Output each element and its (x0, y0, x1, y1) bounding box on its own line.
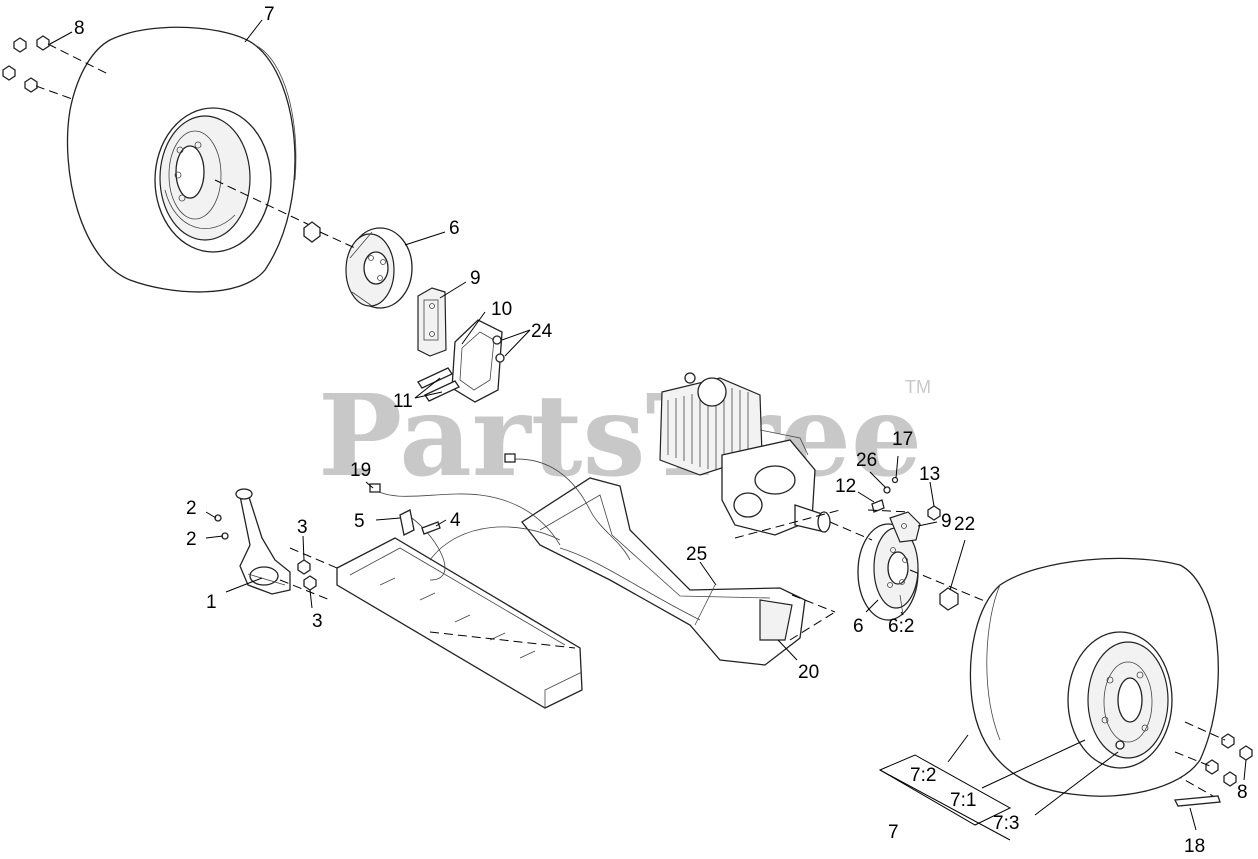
callout-9-top: 9 (470, 268, 481, 289)
valve-stem-18[interactable] (1173, 795, 1221, 807)
watermark-text: PartsTree (318, 371, 922, 502)
callout-22: 22 (954, 514, 975, 535)
hub-drum-right[interactable] (857, 523, 919, 621)
callout-6-top: 6 (449, 218, 460, 239)
watermark: PartsTree TM (318, 371, 931, 502)
callout-1: 1 (206, 592, 217, 613)
callout-3-a: 3 (297, 517, 308, 538)
leader-lines (49, 19, 1247, 831)
callout-6-2: 6:2 (888, 616, 914, 637)
callout-7-3: 7:3 (993, 813, 1019, 834)
callout-24: 24 (531, 321, 553, 342)
lug-nuts-top[interactable] (2, 35, 50, 93)
callout-6-right: 6 (853, 616, 864, 637)
lug-nuts-bottom[interactable] (1205, 733, 1253, 787)
callout-8-bottom: 8 (1237, 782, 1248, 803)
callout-labels: 7 8 6 9 10 24 11 19 2 2 3 3 5 4 1 25 20 … (74, 4, 1248, 857)
bracket-5-bolt-4[interactable] (399, 509, 441, 536)
hub-nut-22[interactable] (939, 587, 959, 611)
callout-17: 17 (892, 429, 913, 450)
brake-caliper-right[interactable] (889, 511, 921, 543)
control-cables[interactable] (369, 453, 716, 626)
callout-2-b: 2 (186, 529, 197, 550)
callout-3-b: 3 (312, 611, 323, 632)
callout-18: 18 (1184, 836, 1205, 857)
watermark-trademark: TM (905, 377, 931, 397)
callout-20: 20 (798, 662, 819, 683)
wheel-top-left[interactable] (66, 26, 297, 293)
brake-caliper-top[interactable] (417, 287, 447, 357)
callout-7-top: 7 (264, 4, 275, 25)
hub-drum-top[interactable] (303, 221, 413, 309)
callout-10: 10 (491, 299, 512, 320)
callout-9-right: 9 (941, 511, 952, 532)
control-lever-assembly[interactable] (214, 488, 317, 595)
bolts-11[interactable] (417, 367, 460, 402)
callout-8-top: 8 (74, 18, 85, 39)
callout-12: 12 (835, 476, 856, 497)
callout-7-2: 7:2 (910, 765, 936, 786)
brake-plate[interactable] (451, 319, 503, 403)
callout-4: 4 (450, 510, 461, 531)
callout-13: 13 (919, 464, 940, 485)
chassis-frame[interactable] (521, 477, 806, 666)
wheel-assembly-bracket (878, 754, 1012, 826)
callout-7-bottom: 7 (888, 822, 899, 843)
callout-19: 19 (350, 460, 371, 481)
callout-11: 11 (393, 391, 413, 412)
wheel-bottom-right[interactable] (969, 557, 1219, 797)
callout-26: 26 (856, 450, 877, 471)
control-plate[interactable] (336, 537, 583, 709)
callout-2-a: 2 (186, 498, 197, 519)
callout-5: 5 (354, 511, 365, 532)
callout-7-1: 7:1 (950, 790, 976, 811)
washers-24[interactable] (492, 335, 505, 363)
callout-25: 25 (686, 544, 707, 565)
transaxle[interactable] (659, 372, 831, 536)
